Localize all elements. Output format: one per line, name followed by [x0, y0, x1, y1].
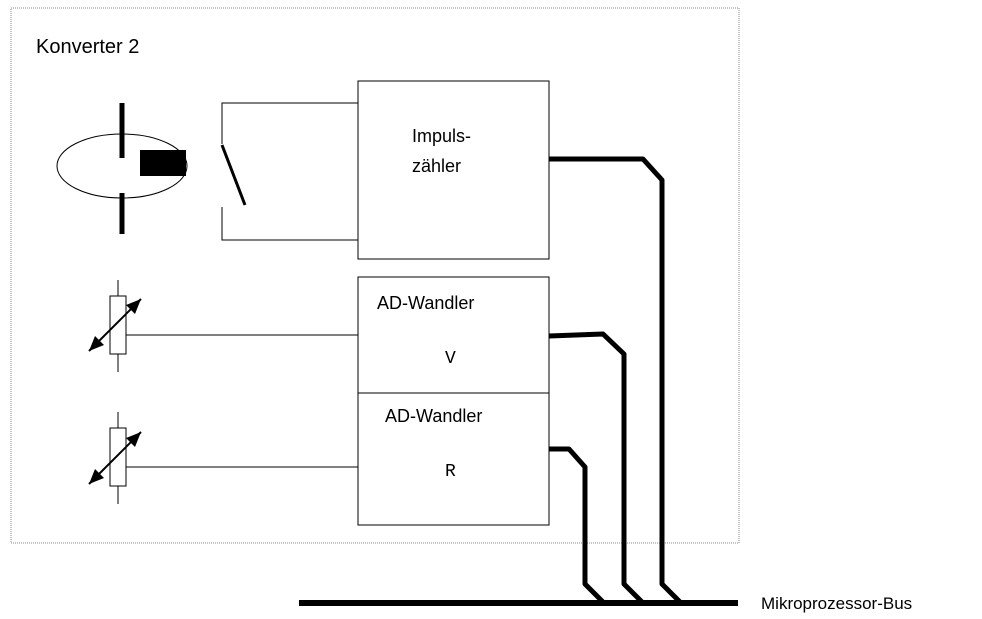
pulse-counter-box — [357, 80, 550, 260]
bus-connection-ad-v — [548, 331, 645, 605]
bus-connection-ad-r — [549, 446, 606, 605]
converter-title: Konverter 2 — [36, 36, 139, 58]
potentiometer-r — [88, 412, 358, 504]
ad-converter-r-box — [357, 392, 550, 526]
switch — [220, 102, 358, 241]
switch-blade — [220, 144, 247, 206]
ad-converter-r-label: AD-Wandler — [385, 406, 482, 426]
bus-label: Mikroprozessor-Bus — [761, 594, 912, 613]
potentiometer-v — [88, 280, 358, 372]
switch-wire-bottom — [221, 207, 358, 241]
pulse-counter-label-line1: Impuls- — [412, 126, 471, 146]
ad-converter-v-block: AD-Wandler V — [357, 276, 550, 394]
reed-magnet — [140, 150, 186, 176]
ad-converter-v-label: AD-Wandler — [377, 293, 474, 313]
pulse-counter-block: Impuls- zähler — [357, 80, 550, 260]
potentiometer-v-body — [109, 295, 127, 355]
potentiometer-r-arrow-head-bottom — [89, 469, 104, 484]
bus-connection-pulse-counter — [549, 156, 683, 605]
potentiometer-r-body — [109, 427, 127, 487]
reed-sensor — [56, 103, 188, 234]
ad-converter-v-symbol: V — [445, 349, 456, 369]
switch-wire-top — [221, 102, 358, 144]
ad-converter-r-symbol: R — [445, 462, 456, 482]
converter-boundary — [10, 7, 740, 544]
potentiometer-v-arrow-head-bottom — [89, 336, 104, 351]
ad-converter-r-block: AD-Wandler R — [357, 392, 550, 526]
pulse-counter-label-line2: zähler — [412, 156, 461, 176]
potentiometer-v-arrow-head-top — [126, 299, 141, 314]
potentiometer-r-arrow-head-top — [126, 432, 141, 447]
